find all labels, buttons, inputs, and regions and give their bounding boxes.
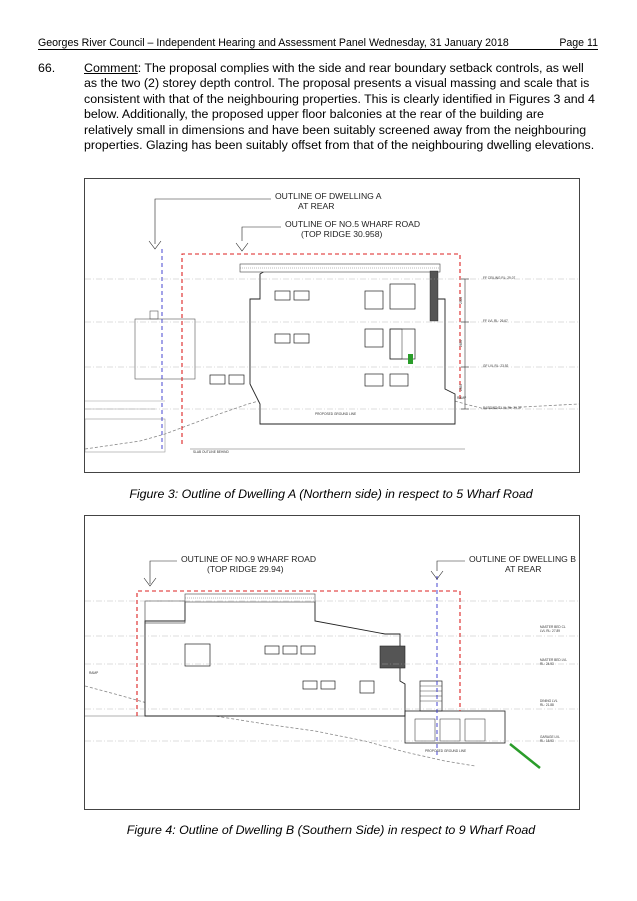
dim-label-2: 2650 (459, 340, 463, 347)
figure-4-elevation: MASTER BED CL LVL RL: 27.89 MASTER BED L… (85, 554, 579, 769)
dim-label-3: 2850 (459, 384, 463, 391)
figure-3-drawing: 2500 2650 2850 FF CEILING RL: 29.07 FF L… (84, 178, 580, 473)
level-label-3-rl: RL: 21.88 (540, 703, 554, 707)
label-dwelling-b-line-2: AT REAR (505, 564, 541, 574)
level-label-3: DINING LVL (540, 699, 558, 703)
label-no5-line-1: OUTLINE OF NO.5 WHARF ROAD (285, 219, 420, 229)
level-label-2-rl: RL: 24.93 (540, 662, 554, 666)
level-label-2: MASTER BED LVL (540, 658, 567, 662)
paragraph-number: 66. (38, 61, 56, 75)
label-no5-line-2: (TOP RIDGE 30.958) (301, 229, 382, 239)
label-dwelling-a-line-1: OUTLINE OF DWELLING A (275, 191, 382, 201)
figure-3-elevation: 2500 2650 2850 FF CEILING RL: 29.07 FF L… (85, 191, 579, 454)
level-label-3: GF LVL RL: 23.92 (483, 364, 509, 368)
label-no9-line-2: (TOP RIDGE 29.94) (207, 564, 284, 574)
paragraph-body: Comment: The proposal complies with the … (84, 61, 596, 153)
figure-4-caption: Figure 4: Outline of Dwelling B (Souther… (126, 823, 536, 837)
ramp-label: RAMP (457, 396, 466, 400)
level-label-1-rl: LVL RL: 27.89 (540, 629, 560, 633)
level-label-1: FF CEILING RL: 29.07 (483, 276, 515, 280)
figure-4-drawing: MASTER BED CL LVL RL: 27.89 MASTER BED L… (84, 515, 580, 810)
label-dwelling-a-line-2: AT REAR (298, 201, 334, 211)
level-label-4: GARAGE LVL (540, 735, 560, 739)
slab-outline-label: SLAB OUTLINE BEHIND (193, 450, 229, 454)
header-divider (38, 49, 598, 50)
label-dwelling-b-line-1: OUTLINE OF DWELLING B (469, 554, 576, 564)
dim-label-1: 2500 (459, 297, 463, 304)
level-label-4: BASEMENT LVL RL: 21.37 (483, 406, 522, 410)
page-header: Georges River Council – Independent Hear… (38, 36, 598, 50)
level-label-2: FF LVL RL: 26.67 (483, 319, 508, 323)
level-label-1: MASTER BED CL (540, 625, 566, 629)
ramp-label: RAMP (89, 671, 98, 675)
ground-line-label: PROPOSED GROUND LINE (425, 749, 466, 753)
ground-line-label: PROPOSED GROUND LINE (315, 412, 356, 416)
page-number: Page 11 (559, 37, 598, 49)
comment-text: : The proposal complies with the side an… (84, 61, 595, 153)
comment-label: Comment (84, 61, 138, 75)
level-label-4-rl: RL: 18.93 (540, 739, 554, 743)
figure-3-caption: Figure 3: Outline of Dwelling A (Norther… (129, 487, 533, 501)
header-text: Georges River Council – Independent Hear… (38, 37, 509, 49)
label-no9-line-1: OUTLINE OF NO.9 WHARF ROAD (181, 554, 316, 564)
